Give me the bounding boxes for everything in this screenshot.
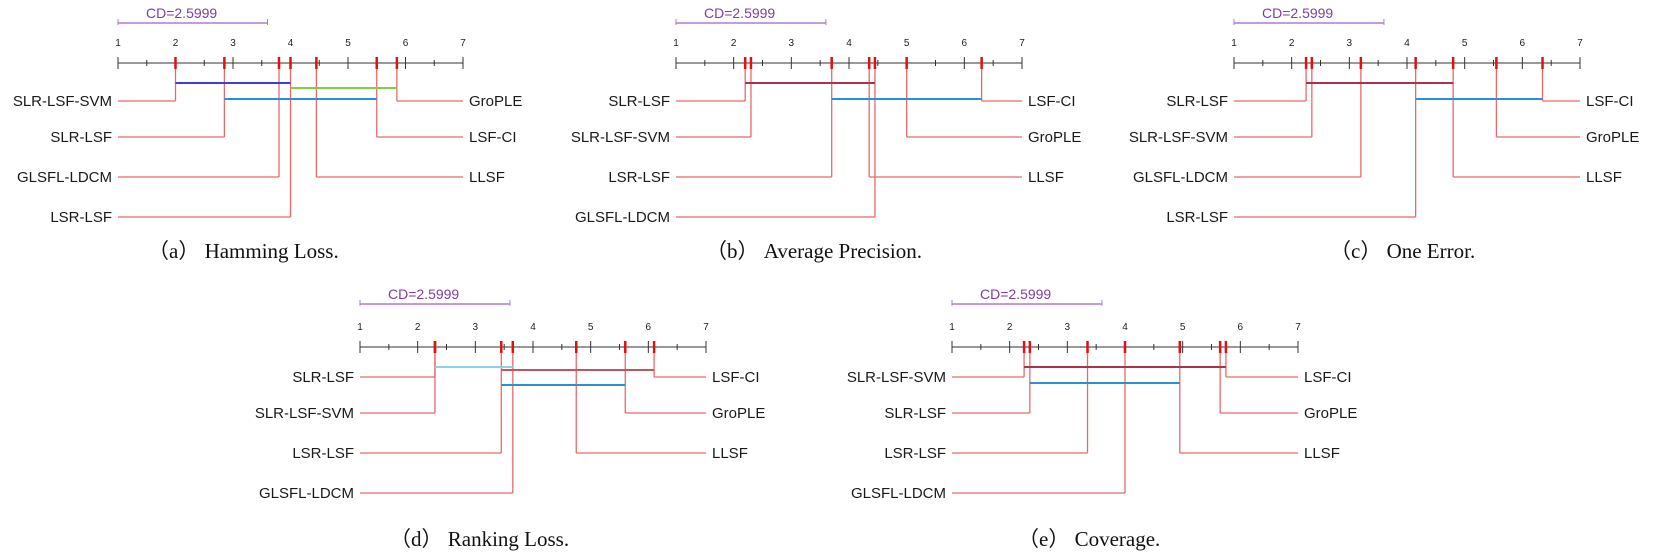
panel-caption: （a） Hamming Loss.	[148, 239, 339, 263]
panel-caption: （c） One Error.	[1330, 239, 1475, 263]
method-label-right: LSF-CI	[1028, 93, 1076, 110]
method-label-right: LLSF	[1586, 169, 1622, 186]
tick-label: 5	[1180, 322, 1186, 333]
method-label-right: LSF-CI	[1304, 369, 1352, 386]
method-label-left: SLR-LSF	[1166, 93, 1228, 110]
cd-label: CD=2.5999	[980, 286, 1051, 302]
method-label-left: SLR-LSF-SVM	[847, 369, 946, 386]
tick-label: 5	[904, 38, 910, 49]
tick-label: 2	[1289, 38, 1295, 49]
tick-label: 6	[403, 38, 409, 49]
method-label-right: LSF-CI	[1586, 93, 1634, 110]
tick-label: 7	[460, 38, 466, 49]
tick-label: 1	[357, 322, 363, 333]
method-label-left: GLSFL-LDCM	[851, 485, 946, 502]
method-label-right: GroPLE	[1586, 129, 1639, 146]
tick-label: 7	[703, 322, 709, 333]
method-label-right: GroPLE	[712, 405, 765, 422]
method-label-left: SLR-LSF-SVM	[1129, 129, 1228, 146]
panel-caption: （d） Ranking Loss.	[390, 527, 569, 551]
method-label-right: LLSF	[712, 445, 748, 462]
tick-label: 5	[345, 38, 351, 49]
tick-label: 3	[789, 38, 795, 49]
method-label-left: LSR-LSF	[884, 445, 946, 462]
panel-caption: （b） Average Precision.	[706, 239, 922, 263]
tick-label: 3	[1065, 322, 1071, 333]
method-label-right: GroPLE	[1028, 129, 1081, 146]
tick-label: 4	[1404, 38, 1410, 49]
method-label-left: LSR-LSF	[292, 445, 354, 462]
cd-label: CD=2.5999	[388, 286, 459, 302]
tick-label: 2	[731, 38, 737, 49]
method-label-left: SLR-LSF-SVM	[571, 129, 670, 146]
panel-caption: （e） Coverage.	[1018, 527, 1160, 551]
method-label-right: GroPLE	[469, 93, 522, 110]
method-label-left: LSR-LSF	[608, 169, 670, 186]
method-label-left: SLR-LSF	[608, 93, 670, 110]
tick-label: 4	[530, 322, 536, 333]
tick-label: 2	[1007, 322, 1013, 333]
tick-label: 7	[1577, 38, 1583, 49]
tick-label: 7	[1019, 38, 1025, 49]
method-label-left: SLR-LSF	[292, 369, 354, 386]
tick-label: 3	[230, 38, 236, 49]
method-label-left: LSR-LSF	[50, 209, 112, 226]
method-label-right: LLSF	[469, 169, 505, 186]
tick-label: 1	[949, 322, 955, 333]
tick-label: 6	[646, 322, 652, 333]
method-label-left: SLR-LSF	[884, 405, 946, 422]
tick-label: 1	[1231, 38, 1237, 49]
method-label-right: LLSF	[1028, 169, 1064, 186]
tick-label: 2	[173, 38, 179, 49]
method-label-left: SLR-LSF-SVM	[13, 93, 112, 110]
method-label-left: LSR-LSF	[1166, 209, 1228, 226]
tick-label: 6	[1520, 38, 1526, 49]
method-label-right: GroPLE	[1304, 405, 1357, 422]
method-label-left: SLR-LSF-SVM	[255, 405, 354, 422]
method-label-left: GLSFL-LDCM	[259, 485, 354, 502]
tick-label: 6	[1238, 322, 1244, 333]
cd-label: CD=2.5999	[146, 5, 217, 21]
method-label-left: SLR-LSF	[50, 129, 112, 146]
tick-label: 1	[673, 38, 679, 49]
method-label-right: LLSF	[1304, 445, 1340, 462]
tick-label: 3	[473, 322, 479, 333]
method-label-right: LSF-CI	[712, 369, 760, 386]
tick-label: 7	[1295, 322, 1301, 333]
tick-label: 5	[1462, 38, 1468, 49]
tick-label: 4	[288, 38, 294, 49]
tick-label: 2	[415, 322, 421, 333]
method-label-left: GLSFL-LDCM	[1133, 169, 1228, 186]
cd-label: CD=2.5999	[1262, 5, 1333, 21]
tick-label: 5	[588, 322, 594, 333]
method-label-right: LSF-CI	[469, 129, 517, 146]
tick-label: 4	[1122, 322, 1128, 333]
tick-label: 1	[115, 38, 121, 49]
method-label-left: GLSFL-LDCM	[575, 209, 670, 226]
method-label-left: GLSFL-LDCM	[17, 169, 112, 186]
cd-label: CD=2.5999	[704, 5, 775, 21]
tick-label: 4	[846, 38, 852, 49]
tick-label: 6	[962, 38, 968, 49]
tick-label: 3	[1347, 38, 1353, 49]
